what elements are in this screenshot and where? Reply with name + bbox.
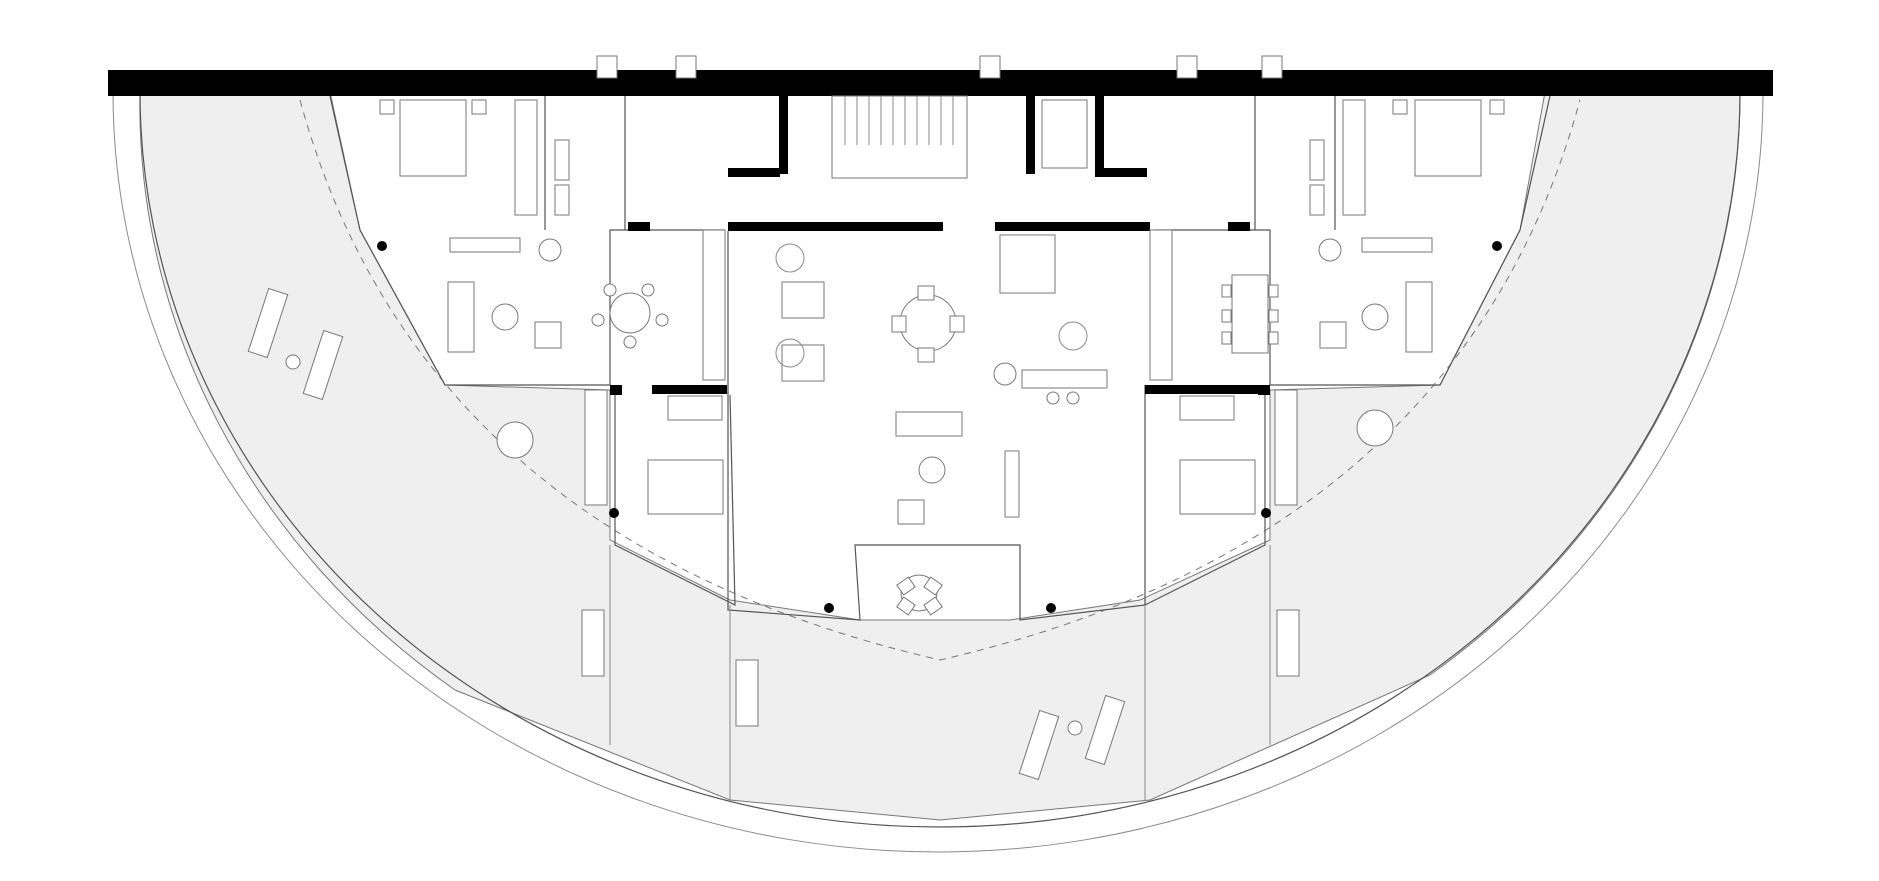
bed-west-south <box>647 459 724 515</box>
shaft-5 <box>1261 55 1283 79</box>
terrace-boundary <box>139 91 1741 821</box>
sunbed-1 <box>247 287 289 359</box>
terrace-table-west <box>496 421 534 459</box>
armchair-east <box>1319 321 1347 349</box>
column-6 <box>1046 603 1056 613</box>
sofa-center <box>895 411 963 437</box>
shaft-3 <box>979 55 1001 79</box>
elevator <box>1041 99 1088 169</box>
column-1 <box>377 241 387 251</box>
kitchen-center <box>999 234 1056 294</box>
outer-rail <box>139 91 1741 828</box>
sofa-east <box>1405 281 1433 353</box>
kitchen-west <box>702 229 726 381</box>
outer-balcony-edge <box>112 91 1764 853</box>
apartment-center <box>727 231 1146 621</box>
sunbed-5 <box>1276 609 1300 677</box>
terrace-table-east <box>1356 409 1394 447</box>
sunbed-4 <box>735 659 759 727</box>
north-wall <box>108 70 1773 96</box>
sideboard-east <box>1361 237 1433 253</box>
shaft-2 <box>675 55 697 79</box>
column-5 <box>824 603 834 613</box>
bed-east <box>1414 99 1482 177</box>
sunbed-2 <box>302 329 344 401</box>
outer-terrace <box>112 91 1764 853</box>
wardrobe-west-south <box>584 389 608 506</box>
wardrobe-east-south <box>1274 389 1298 506</box>
columns <box>377 241 1502 613</box>
wardrobe-east <box>1342 99 1366 216</box>
sideboard-west <box>449 237 521 253</box>
stair <box>831 95 968 179</box>
terrace-furniture <box>247 287 1300 800</box>
column-4 <box>1261 508 1271 518</box>
dining-table-west <box>609 292 651 334</box>
dining-table-east <box>1231 274 1269 354</box>
terrace-dashed-line <box>299 99 1581 661</box>
column-3 <box>609 508 619 518</box>
bed-east-south <box>1179 459 1256 515</box>
armchair-west <box>534 321 562 349</box>
bed-west <box>399 99 467 177</box>
kitchen-island <box>1021 369 1108 389</box>
sunbed-6 <box>1018 709 1060 781</box>
apartment-west <box>329 95 736 606</box>
wardrobe-west <box>514 99 538 216</box>
sofa-west <box>447 281 475 353</box>
shaft-1 <box>596 55 618 79</box>
sunbed-7 <box>1084 694 1126 766</box>
dining-table-center <box>899 294 957 352</box>
sunbed-3 <box>581 609 605 677</box>
kitchen-east <box>1149 229 1173 381</box>
facade-wall <box>108 55 1773 96</box>
core <box>728 95 1150 231</box>
column-2 <box>1492 241 1502 251</box>
shaft-4 <box>1176 55 1198 79</box>
apartment-east <box>1144 95 1551 606</box>
